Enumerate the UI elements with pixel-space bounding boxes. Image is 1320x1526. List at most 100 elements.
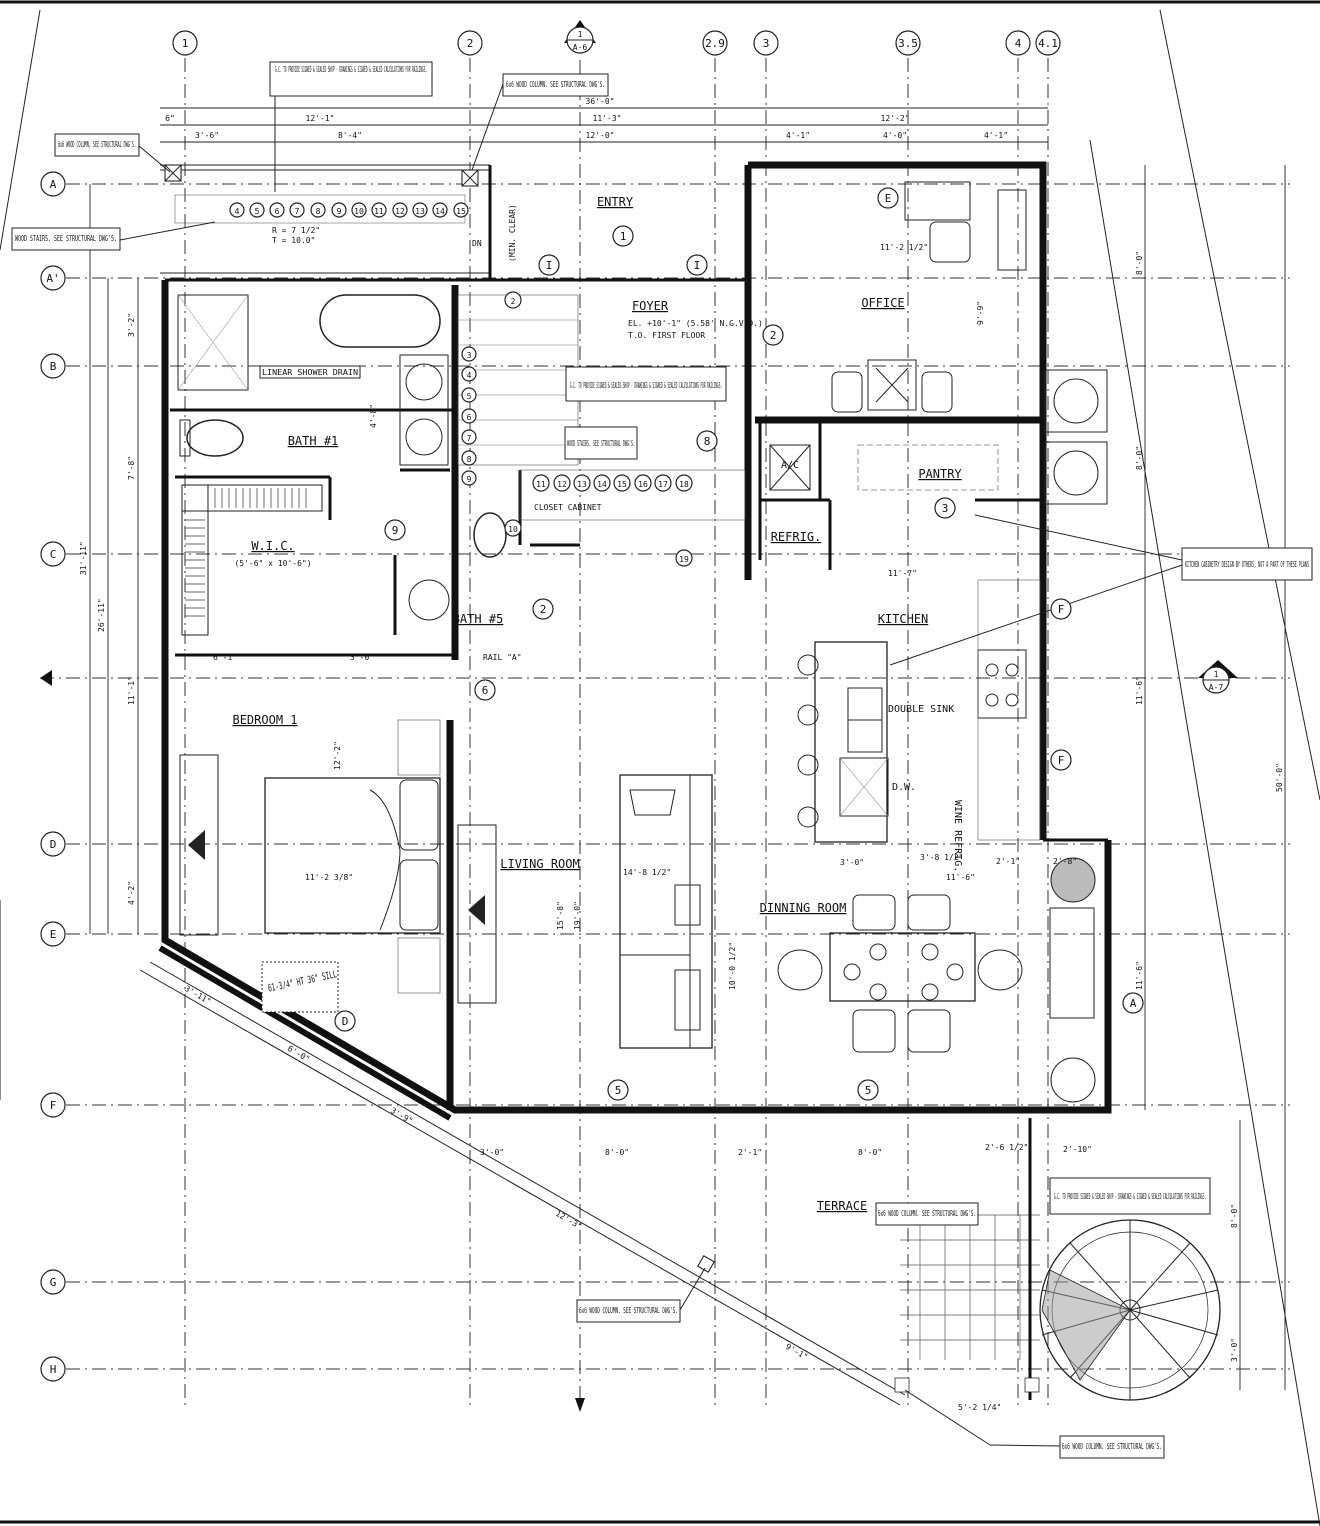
spiral-stair <box>1039 1219 1221 1401</box>
svg-text:18: 18 <box>679 480 689 489</box>
svg-text:9: 9 <box>337 207 342 216</box>
svg-text:13: 13 <box>577 480 587 489</box>
svg-text:7'-8": 7'-8" <box>127 456 136 480</box>
svg-text:2: 2 <box>540 603 547 616</box>
note-stairs-left: WOOD STAIRS. SEE STRUCTURAL DWG'S. <box>15 234 117 243</box>
grid-row-label: H <box>50 1363 57 1376</box>
dn-note: DN <box>472 239 482 248</box>
room-kitchen: KITCHEN <box>878 612 929 626</box>
svg-text:E: E <box>885 192 892 205</box>
room-office: OFFICE <box>861 296 904 310</box>
svg-text:8'-0": 8'-0" <box>1230 1204 1239 1228</box>
svg-text:5: 5 <box>615 1084 622 1097</box>
svg-text:31'-11": 31'-11" <box>79 541 88 575</box>
svg-text:8: 8 <box>467 455 472 464</box>
svg-text:2'-10": 2'-10" <box>1063 1145 1092 1154</box>
stair-numbers-side: 3 4 5 6 7 8 9 <box>461 346 477 486</box>
svg-text:9: 9 <box>392 524 399 537</box>
note-rail: RAIL "A" <box>483 653 522 662</box>
note-column-diag: 6x6 WOOD COLUMN. SEE STRUCTURAL DWG'S. <box>579 1306 678 1315</box>
svg-text:3'-8 1/2": 3'-8 1/2" <box>920 853 963 862</box>
interior-walls <box>170 285 1043 1110</box>
office-furniture <box>831 181 1027 413</box>
label-wine: WINE REFRIG. <box>952 800 963 872</box>
note-railing-terrace: G.C. TO PROVIDE SIGNED & SEALED SHOP - D… <box>1054 1192 1206 1201</box>
svg-text:2'-8": 2'-8" <box>1053 857 1077 866</box>
svg-text:A-7: A-7 <box>1209 683 1224 692</box>
svg-text:12'-2": 12'-2" <box>881 114 910 123</box>
svg-text:4: 4 <box>467 371 472 380</box>
svg-text:4'-1": 4'-1" <box>984 131 1008 140</box>
svg-text:1: 1 <box>1214 670 1219 679</box>
svg-text:6: 6 <box>482 684 489 697</box>
svg-text:5'-2 1/4": 5'-2 1/4" <box>958 1403 1001 1412</box>
label-closet: CLOSET CABINET <box>534 503 602 512</box>
svg-text:6'-1": 6'-1" <box>213 653 237 662</box>
svg-text:12'-3": 12'-3" <box>554 1209 584 1231</box>
door-tags: 1 2 2 2 3 6 8 9 10 19 5 5 I I E F F A D <box>334 187 1144 1101</box>
grid-col-label: 4 <box>1015 37 1022 50</box>
section-marker-top: 1 A-6 <box>564 20 596 1412</box>
note-first-floor: T.O. FIRST FLOOR <box>628 331 705 340</box>
svg-text:6: 6 <box>467 413 472 422</box>
bath1-fixtures <box>177 294 449 466</box>
svg-text:15'-8": 15'-8" <box>556 901 565 930</box>
svg-text:12: 12 <box>395 207 405 216</box>
svg-text:3'-0": 3'-0" <box>840 858 864 867</box>
svg-text:13: 13 <box>415 207 425 216</box>
svg-text:10: 10 <box>354 207 364 216</box>
svg-text:4'-1": 4'-1" <box>786 131 810 140</box>
svg-text:8: 8 <box>704 435 711 448</box>
bedroom-furniture <box>179 719 441 994</box>
svg-text:2'-1": 2'-1" <box>738 1148 762 1157</box>
room-ac: A/C <box>781 460 799 471</box>
svg-text:14: 14 <box>597 480 607 489</box>
grid-column-bubbles: 1 2 2.9 3 3.5 4 4.1 <box>172 30 1061 56</box>
grid-col-label: 2.9 <box>705 37 725 50</box>
svg-text:5: 5 <box>255 207 260 216</box>
svg-text:11'-2 1/2": 11'-2 1/2" <box>880 243 928 252</box>
svg-text:14: 14 <box>435 207 445 216</box>
room-entry: ENTRY <box>597 195 634 209</box>
svg-text:11'-1": 11'-1" <box>127 676 136 705</box>
svg-text:8'-0": 8'-0" <box>1135 251 1144 275</box>
note-column-top: 6x6 WOOD COLUMN. SEE STRUCTURAL DWG'S. <box>506 80 605 89</box>
wic-fixtures <box>181 484 323 636</box>
svg-text:11'-6": 11'-6" <box>946 873 975 882</box>
svg-text:8'-0": 8'-0" <box>1135 446 1144 470</box>
room-dining: DINNING ROOM <box>760 901 847 915</box>
svg-text:17: 17 <box>658 480 668 489</box>
room-bath5: BATH #5 <box>453 612 504 626</box>
grid-row-bubbles: A A' B C D E F G H <box>40 171 66 1382</box>
svg-text:3'-0": 3'-0" <box>1230 1338 1239 1362</box>
svg-text:6": 6" <box>165 114 175 123</box>
room-pantry: PANTRY <box>918 467 962 481</box>
grid-row-label: B <box>50 360 57 373</box>
svg-text:5: 5 <box>865 1084 872 1097</box>
svg-text:50'-0": 50'-0" <box>1275 763 1284 792</box>
svg-text:3'-9": 3'-9" <box>389 1106 414 1126</box>
svg-text:36'-0": 36'-0" <box>586 97 615 106</box>
grid-row-label: A' <box>46 272 59 285</box>
dining-furniture <box>777 857 1096 1103</box>
svg-text:15: 15 <box>456 207 466 216</box>
grid-col-label: 1 <box>182 37 189 50</box>
top-dimensions: 36'-0" 12'-1" 11'-3" 12'-2" 6" 3'-6" 8'-… <box>160 97 1048 143</box>
note-kitchen-cab: KITCHEN CABINETRY DESIGN BY OTHERS, NOT … <box>1185 560 1309 569</box>
room-bedroom1: BEDROOM 1 <box>232 713 297 727</box>
svg-text:14'-8 1/2": 14'-8 1/2" <box>623 868 671 877</box>
grid-col-label: 2 <box>467 37 474 50</box>
terrace-deck <box>894 1118 1040 1400</box>
svg-text:2'-1": 2'-1" <box>996 857 1020 866</box>
riser-note: R = 7 1/2" <box>272 226 320 235</box>
svg-text:10: 10 <box>508 525 518 534</box>
note-column-terrace: 6x6 WOOD COLUMN. SEE STRUCTURAL DWG'S. <box>878 1209 976 1218</box>
svg-text:3: 3 <box>942 502 949 515</box>
grid-col-label: 4.1 <box>1038 37 1058 50</box>
svg-text:A-6: A-6 <box>573 43 588 52</box>
room-labels: ENTRY FOYER OFFICE BATH #1 W.I.C. (5'-6"… <box>232 195 963 1213</box>
svg-text:4'-0": 4'-0" <box>883 131 907 140</box>
svg-text:9'-9": 9'-9" <box>976 301 985 325</box>
svg-text:26'-11": 26'-11" <box>97 598 106 632</box>
